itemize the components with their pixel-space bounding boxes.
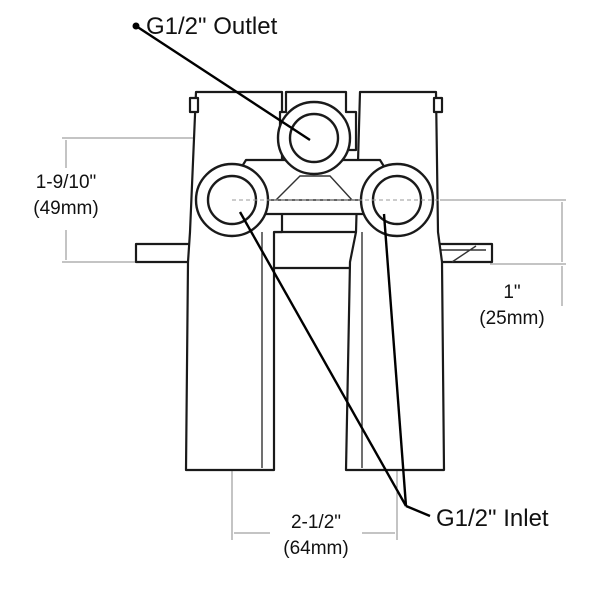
offset-dimension-inches: 1": [503, 282, 520, 303]
inlet-leader-tail: [405, 504, 431, 518]
height-dimension-inches: 1-9/10": [36, 172, 97, 193]
inlet-callout: G1/2" Inlet: [436, 505, 549, 532]
flange-detail: [440, 245, 486, 263]
left-inlet-leader: [238, 211, 408, 507]
right-nub: [432, 96, 444, 114]
left-leg: [184, 90, 284, 472]
outlet-port-inner: [288, 112, 340, 164]
leader-lines: [132, 22, 431, 518]
right-inlet-leader: [382, 213, 408, 507]
right-leg: [344, 90, 446, 472]
height-dimension-mm: (49mm): [33, 198, 98, 219]
left-nub: [188, 96, 200, 114]
outlet-callout: G1/2" Outlet: [146, 13, 278, 40]
spacing-dimension-inches: 2-1/2": [291, 512, 341, 533]
outlet-leader: [135, 24, 311, 142]
spacing-dimension-mm: (64mm): [283, 538, 348, 559]
offset-dimension-mm: (25mm): [479, 308, 544, 329]
bridge-web: [275, 175, 353, 201]
